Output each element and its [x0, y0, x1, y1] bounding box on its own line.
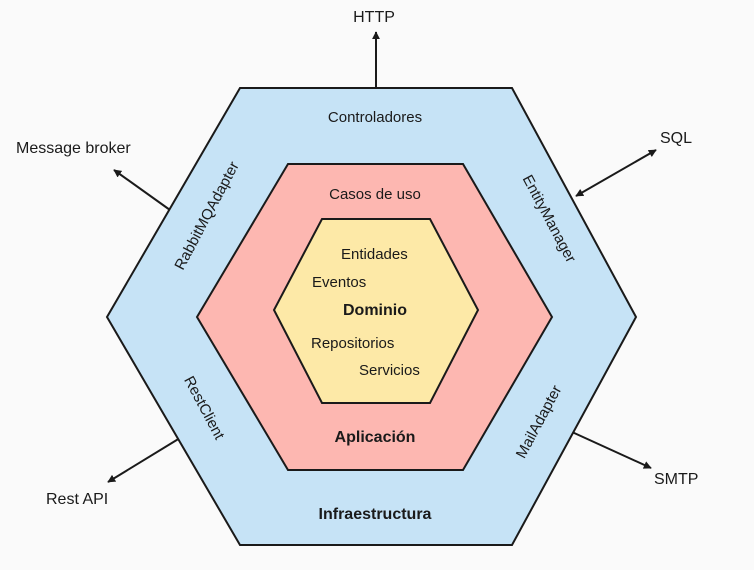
rest-api-arrow [107, 437, 181, 483]
domain-hexagon [272, 218, 480, 404]
message-broker-arrow [113, 169, 171, 211]
smtp-label: SMTP [654, 471, 698, 488]
rest-api-label: Rest API [46, 491, 108, 508]
sql-label: SQL [660, 130, 692, 147]
application-title: Aplicación [335, 429, 416, 446]
http-label: HTTP [353, 9, 395, 26]
domain-item-servicios: Servicios [359, 362, 420, 379]
smtp-arrow [571, 431, 652, 469]
domain-item-eventos: Eventos [312, 274, 366, 291]
domain-item-repositorios: Repositorios [311, 335, 394, 352]
domain-title: Dominio [343, 302, 407, 319]
infrastructure-title: Infraestructura [319, 506, 432, 523]
domain-item-entidades: Entidades [341, 246, 408, 263]
infrastructure-top-label: Controladores [328, 109, 422, 126]
sql-arrow [575, 149, 657, 197]
application-top-label: Casos de uso [329, 186, 421, 203]
message-broker-label: Message broker [16, 140, 131, 157]
